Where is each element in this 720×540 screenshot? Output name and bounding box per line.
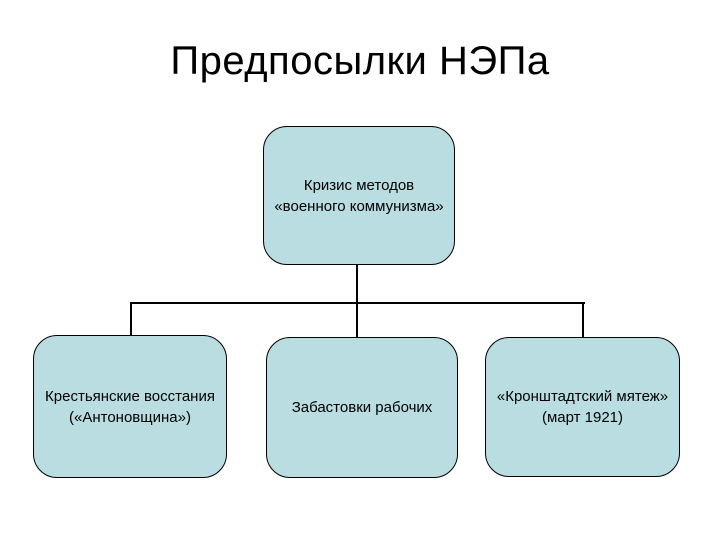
node-label: Крестьянские восстания («Антоновщина») bbox=[45, 387, 215, 426]
node-label: «Кронштадтский мятеж» (март 1921) bbox=[496, 388, 669, 426]
connector-drop-middle bbox=[356, 303, 358, 338]
node-kronstadt-mutiny: «Кронштадтский мятеж» (март 1921) bbox=[485, 337, 680, 477]
node-peasant-uprisings: Крестьянские восстания («Антоновщина») bbox=[33, 335, 227, 478]
slide-title: Предпосылки НЭПа bbox=[170, 39, 550, 83]
connector-drop-right bbox=[582, 303, 584, 338]
node-worker-strikes: Забастовки рабочих bbox=[266, 337, 458, 478]
connector-root-stub bbox=[356, 265, 358, 303]
node-crisis-of-war-communism: Кризис методов «военного коммунизма» bbox=[263, 126, 455, 265]
connector-drop-left bbox=[130, 303, 132, 336]
node-label: Забастовки рабочих bbox=[291, 399, 433, 416]
node-label: Кризис методов «военного коммунизма» bbox=[274, 176, 444, 215]
